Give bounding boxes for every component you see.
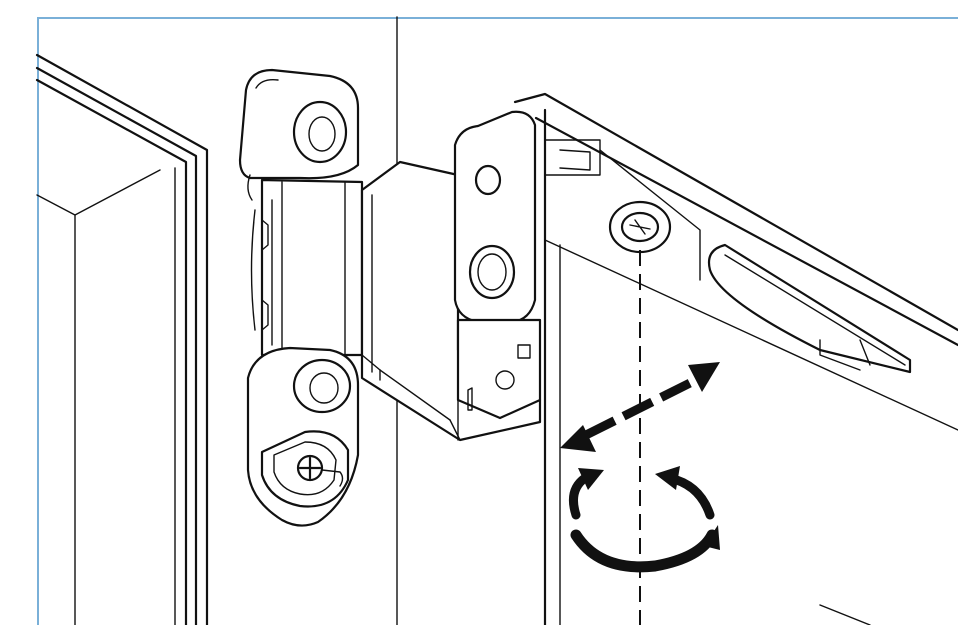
diagram-border (37, 17, 958, 625)
hinge-upper-knuckle (238, 68, 360, 201)
hinge-lower-knuckle (246, 346, 360, 527)
adjustment-screw (608, 200, 672, 254)
window-frame (35, 53, 209, 625)
rotation-arrows (569, 466, 720, 573)
sash-corner (453, 110, 542, 420)
sash-frame-groove (707, 243, 912, 625)
lateral-adjustment-double-arrow (560, 362, 720, 452)
sash-frame (513, 92, 958, 625)
hinge-barrel (250, 178, 364, 357)
